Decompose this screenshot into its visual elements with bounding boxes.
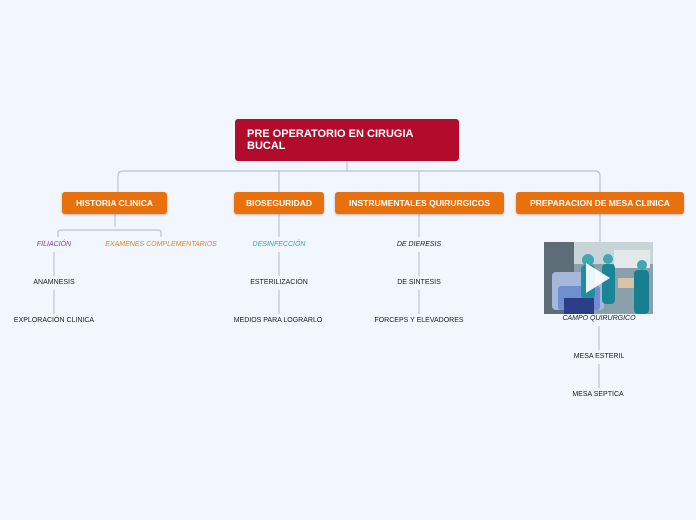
subtopic-mesa-esteril[interactable]: MESA ESTERIL xyxy=(573,353,625,360)
connector-preparacion-chain xyxy=(598,214,601,388)
branch-bioseguridad[interactable]: BIOSEGURIDAD xyxy=(234,192,324,214)
subtopic-de-sintesis[interactable]: DE SINTESIS xyxy=(397,279,441,286)
subtopic-esterilizacion[interactable]: ESTERILIZACIÓN xyxy=(250,279,308,286)
branch-preparacion-mesa-clinica[interactable]: PREPARACION DE MESA CLINICA xyxy=(516,192,684,214)
subtopic-forceps-y-elevadores[interactable]: FORCEPS Y ELEVADORES xyxy=(374,317,464,324)
subtopic-de-dieresis[interactable]: DE DIERESIS xyxy=(396,241,442,248)
branch-historia-clinica[interactable]: HISTORIA CLINICA xyxy=(62,192,167,214)
subtopic-filiacion[interactable]: FILIACIÓN xyxy=(36,241,72,248)
branch-instrumentales-quirurgicos[interactable]: INSTRUMENTALES QUIRURGICOS xyxy=(335,192,504,214)
subtopic-medios-para-lograrlo[interactable]: MEDIOS PARA LOGRARLO xyxy=(233,317,323,324)
root-topic[interactable]: PRE OPERATORIO EN CIRUGIA BUCAL xyxy=(235,119,459,161)
play-icon[interactable] xyxy=(582,261,612,295)
subtopic-examenes-complementarios[interactable]: EXAMENES COMPLEMENTARIOS xyxy=(105,241,217,248)
video-thumbnail[interactable] xyxy=(544,242,653,314)
subtopic-mesa-septica[interactable]: MESA SEPTICA xyxy=(572,391,624,398)
connector-historia-rail xyxy=(57,214,162,237)
subtopic-anamnesis[interactable]: ANAMNESIS xyxy=(33,279,75,286)
subtopic-desinfeccion[interactable]: DESINFECCIÓN xyxy=(252,241,306,248)
operating-room-image xyxy=(544,242,653,314)
subtopic-exploracion-clinica[interactable]: EXPLORACIÓN CLINICA xyxy=(13,317,95,324)
connector-root-rail xyxy=(117,170,601,192)
subtopic-campo-quirurgico[interactable]: CAMPO QUIRURGICO xyxy=(562,315,636,322)
